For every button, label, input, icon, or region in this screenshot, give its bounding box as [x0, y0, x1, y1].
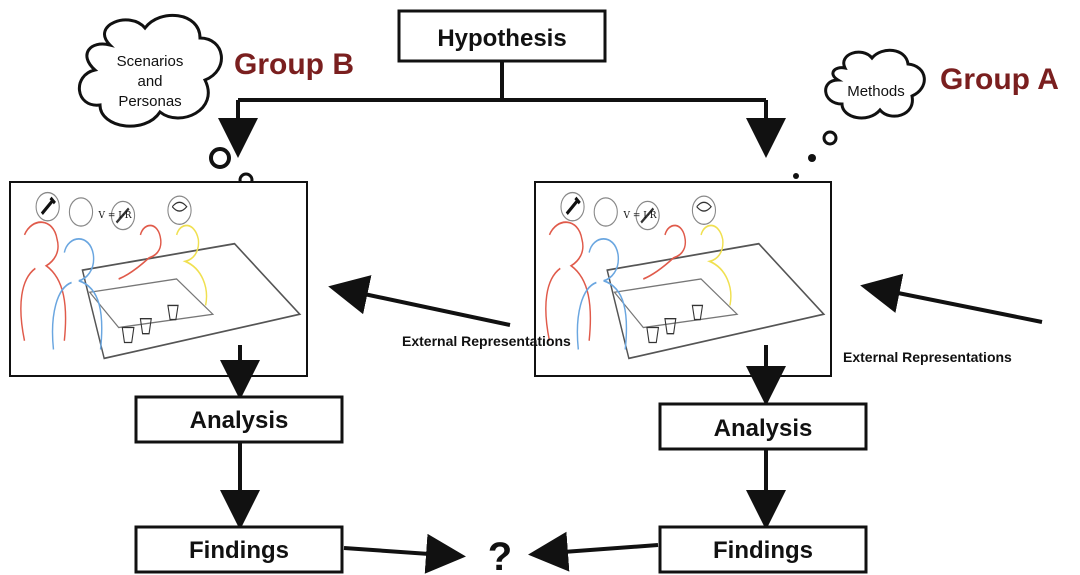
group-b-thought-line3: Personas	[118, 93, 181, 110]
hypothesis-label: Hypothesis	[437, 25, 566, 52]
group-a-findings-label: Findings	[713, 537, 813, 564]
group-a-label: Group A	[940, 63, 1059, 96]
group-b-formula: V = I·R	[98, 211, 132, 221]
group-a-workshop-scene: V = I·R	[534, 181, 832, 377]
question-mark: ?	[488, 535, 512, 575]
group-b-findings-label: Findings	[189, 537, 289, 564]
ext-rep-arrow-right	[860, 273, 1043, 324]
ext-rep-arrow-left	[328, 275, 511, 327]
group-b-thought-line1: Scenarios	[117, 53, 184, 70]
ext-rep-label-right: External Representations	[843, 349, 1012, 365]
group-a-thought-cloud: Methods	[824, 48, 926, 120]
group-b-analysis-box	[134, 395, 344, 444]
group-b-findings-box	[134, 525, 344, 574]
group-b-thought-line2: and	[137, 73, 162, 90]
group-b-analysis-label: Analysis	[190, 407, 289, 434]
group-a-analysis-label: Analysis	[714, 415, 813, 442]
group-a-findings-box	[658, 525, 868, 574]
group-b-label: Group B	[234, 48, 354, 81]
group-b-thought-cloud: Scenarios and Personas	[78, 13, 223, 128]
hypothesis-box	[397, 9, 607, 63]
arrow-b-findings-to-question	[343, 533, 466, 574]
arrow-a-findings-to-question	[528, 531, 659, 572]
group-a-thought-text: Methods	[847, 83, 905, 100]
group-b-workshop-scene: V = I·R	[9, 181, 308, 377]
group-a-formula: V = I·R	[623, 211, 657, 221]
ext-rep-label-left: External Representations	[402, 333, 571, 349]
group-a-analysis-box	[658, 402, 868, 451]
